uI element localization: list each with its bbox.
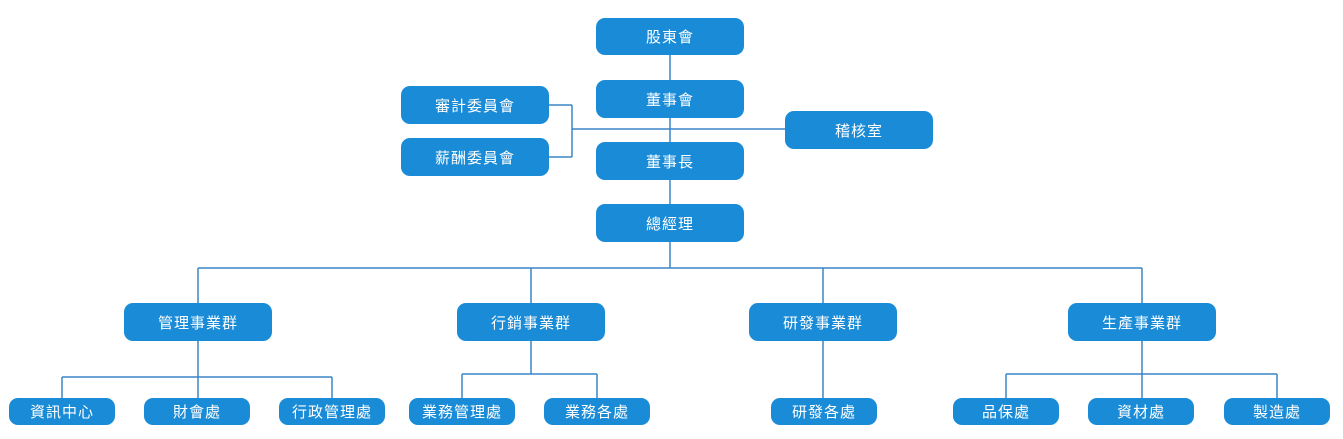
remuneration-committee-box: 薪酬委員會	[401, 138, 549, 176]
audit-office-box: 稽核室	[785, 111, 933, 149]
manufacturing-box: 製造處	[1224, 398, 1330, 425]
marketing-group-box: 行銷事業群	[457, 303, 605, 341]
audit-committee-box: 審計委員會	[401, 86, 549, 124]
board-box: 董事會	[596, 80, 744, 118]
quality-box: 品保處	[953, 398, 1059, 425]
rnd-group-box: 研發事業群	[749, 303, 897, 341]
info-center-box: 資訊中心	[9, 398, 115, 425]
production-group-box: 生產事業群	[1068, 303, 1216, 341]
finance-box: 財會處	[144, 398, 250, 425]
management-group-box: 管理事業群	[124, 303, 272, 341]
admin-box: 行政管理處	[279, 398, 385, 425]
shareholders-box: 股東會	[596, 18, 744, 55]
business-offices-box: 業務各處	[544, 398, 650, 425]
president-box: 總經理	[596, 204, 744, 242]
materials-box: 資材處	[1088, 398, 1194, 425]
rnd-offices-box: 研發各處	[771, 398, 877, 425]
chairman-box: 董事長	[596, 142, 744, 180]
business-management-box: 業務管理處	[409, 398, 515, 425]
